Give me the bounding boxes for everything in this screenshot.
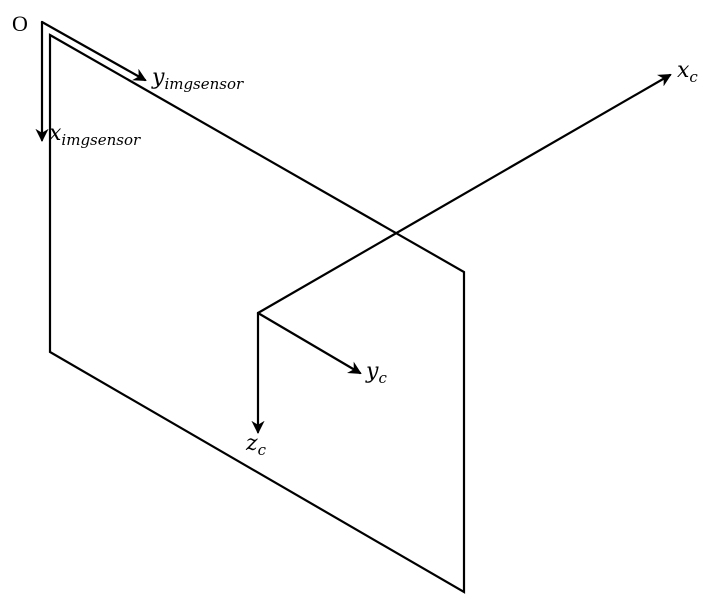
image-plane xyxy=(48,33,466,594)
y-imgsensor-axis xyxy=(40,20,147,82)
y-c-label: yc xyxy=(365,359,387,387)
y-c-axis xyxy=(256,311,362,375)
x-imgsensor-label: ximgsensor xyxy=(49,121,141,149)
y-imgsensor-label: yimgsensor xyxy=(151,65,244,93)
z-c-label: zc xyxy=(245,431,267,459)
origin-label: O xyxy=(12,11,28,36)
x-c-label: xc xyxy=(677,58,698,86)
x-c-axis xyxy=(256,73,672,315)
